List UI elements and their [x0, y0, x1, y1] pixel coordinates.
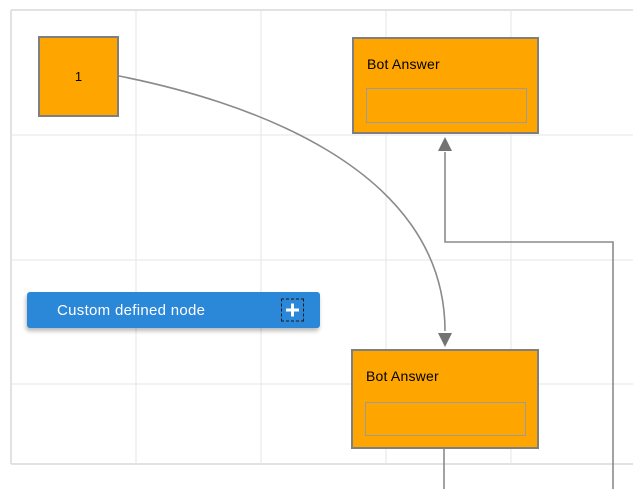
arrow-down-icon [438, 333, 452, 347]
connector-curved[interactable] [118, 75, 452, 347]
node-start[interactable]: 1 [38, 36, 119, 117]
node-start-label: 1 [74, 69, 83, 84]
node-title: Bot Answer [367, 56, 440, 72]
connector-orthogonal[interactable] [438, 137, 614, 489]
add-node-button[interactable] [281, 298, 304, 322]
node-bot-answer-top[interactable]: Bot Answer [352, 37, 539, 134]
plus-icon [291, 303, 294, 317]
answer-input-box[interactable] [366, 88, 527, 123]
custom-defined-node-bar[interactable]: Custom defined node [27, 292, 320, 328]
node-title: Bot Answer [366, 368, 439, 384]
canvas-border [10, 9, 633, 465]
answer-input-box[interactable] [365, 402, 526, 436]
palette-label: Custom defined node [57, 301, 206, 319]
arrow-up-icon [438, 137, 452, 151]
node-bot-answer-bottom[interactable]: Bot Answer [351, 349, 539, 449]
